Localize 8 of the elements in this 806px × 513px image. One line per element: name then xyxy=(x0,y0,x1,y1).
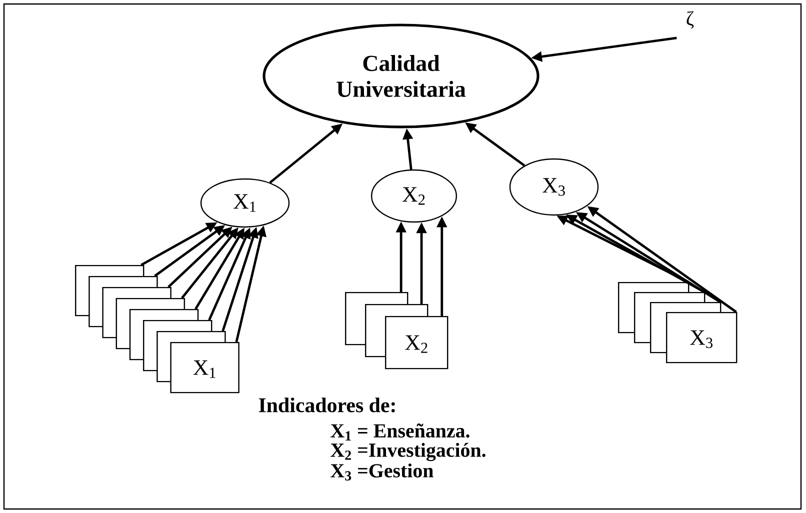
key-heading: Indicadores de: xyxy=(258,398,395,412)
indicator-box: X$_{2}$ xyxy=(385,316,448,370)
key-line: X$_{3}$ =Gestion xyxy=(330,463,434,481)
error-term-label: ζ xyxy=(686,11,694,29)
indicator-box: X$_{3}$ xyxy=(666,312,738,364)
indicator-box: X$_{1}$ xyxy=(170,342,240,394)
key-line: X$_{1}$ = Enseñanza. xyxy=(330,424,470,440)
key-line: X$_{2}$ =Investigación. xyxy=(330,442,486,462)
